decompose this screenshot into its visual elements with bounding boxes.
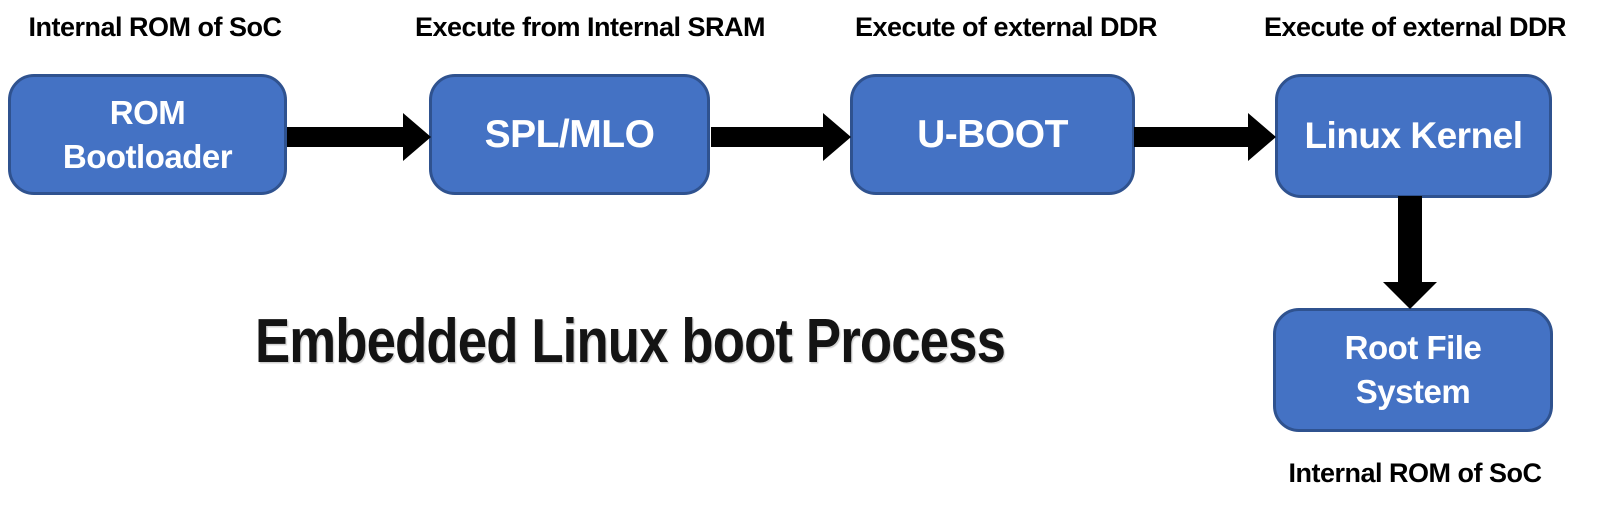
- node-spl-mlo: SPL/MLO: [429, 74, 710, 195]
- arrow-uboot-to-kernel-icon: [1134, 113, 1276, 161]
- node-label-line: ROM: [109, 93, 186, 131]
- arrow-spl-to-uboot-icon: [711, 113, 851, 161]
- diagram-title: Embedded Linux boot Process: [254, 307, 1006, 376]
- arrow-kernel-to-rootfs-icon: [1383, 196, 1437, 309]
- node-rom-bootloader: ROM Bootloader: [8, 74, 287, 195]
- annotation-root-file-system: Internal ROM of SoC: [1288, 458, 1543, 488]
- node-label-line: System: [1355, 373, 1471, 410]
- arrow-rom-to-spl-icon: [287, 113, 431, 161]
- node-label-line: U-BOOT: [917, 112, 1068, 156]
- annotation-spl-mlo: Execute from Internal SRAM: [414, 12, 766, 42]
- annotation-linux-kernel: Execute of external DDR: [1263, 12, 1567, 42]
- node-u-boot: U-BOOT: [850, 74, 1135, 195]
- node-label-line: Root File: [1344, 329, 1482, 367]
- node-label-line: Bootloader: [62, 137, 233, 175]
- node-label-line: SPL/MLO: [484, 112, 655, 156]
- node-label-line: Linux Kernel: [1304, 114, 1523, 156]
- node-root-file-system: Root File System: [1273, 308, 1553, 432]
- annotation-u-boot: Execute of external DDR: [854, 12, 1158, 42]
- annotation-rom-bootloader: Internal ROM of SoC: [28, 12, 283, 42]
- node-linux-kernel: Linux Kernel: [1275, 74, 1552, 198]
